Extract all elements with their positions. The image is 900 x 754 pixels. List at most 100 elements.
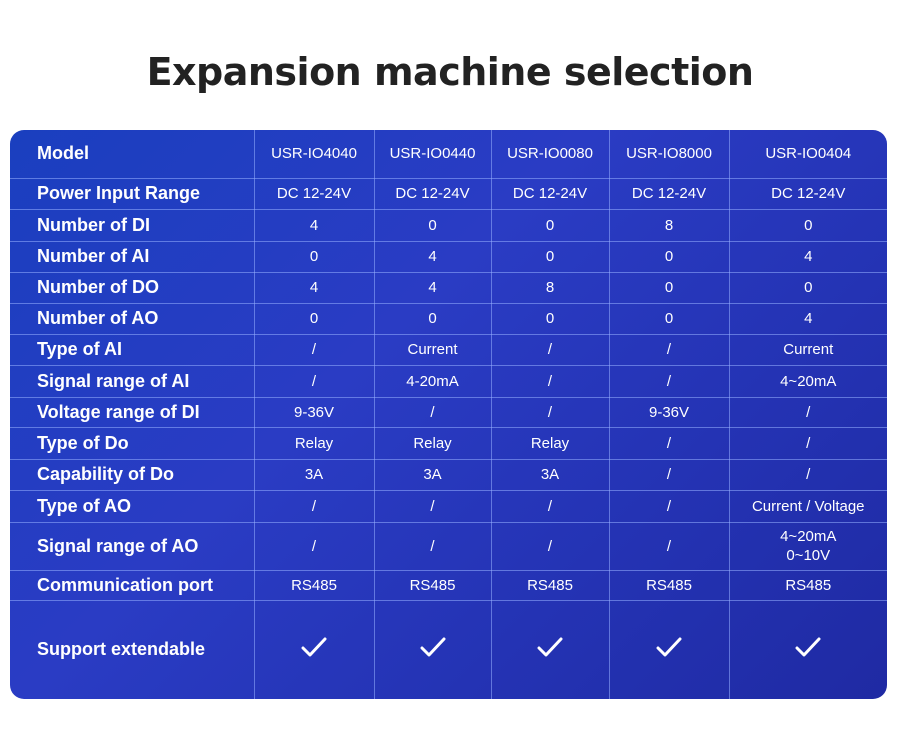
table-row: Type of AO////Current / Voltage [10,489,887,523]
table-cell: Relay [373,426,492,460]
table-cell: / [608,458,730,491]
page-title: Expansion machine selection [146,50,754,94]
table-cell: / [608,489,730,523]
table-cell: 0 [253,240,375,273]
row-label: Voltage range of DI [10,396,255,428]
table-cell: RS485 [608,569,730,601]
check-icon [301,637,327,657]
table-cell [608,599,730,699]
table-cell: / [253,364,375,398]
table-cell: 4 [253,208,375,242]
table-cell: 4~20mA [728,364,887,398]
table-cell: / [373,489,492,523]
table-cell: 4-20mA [373,364,492,398]
table-cell: DC 12-24V [253,177,375,210]
table-cell: / [253,489,375,523]
table-cell: DC 12-24V [728,177,887,210]
table-row: Type of AI/Current//Current [10,333,887,366]
table-cell: Current [728,333,887,366]
header-row: Model USR-IO4040 USR-IO0440 USR-IO0080 U… [10,130,887,179]
model-usr-io0080: USR-IO0080 [490,130,610,179]
table-cell: 4 [373,240,492,273]
table-cell: / [253,521,375,571]
table-cell: / [608,333,730,366]
table-cell: 9-36V [253,396,375,428]
table-cell: / [490,396,610,428]
table-cell: / [608,521,730,571]
table-row: Signal range of AI/4-20mA//4~20mA [10,364,887,398]
table-cell: / [728,426,887,460]
table-cell [490,599,610,699]
table-cell: / [728,396,887,428]
table-cell: Relay [490,426,610,460]
table-cell: Current / Voltage [728,489,887,523]
table-cell: / [490,333,610,366]
table-cell: / [490,489,610,523]
table-cell: 4 [728,240,887,273]
table-cell: 0 [490,208,610,242]
row-label: Number of AO [10,302,255,335]
row-label: Support extendable [10,599,255,699]
row-label: Number of DO [10,271,255,304]
row-label: Type of AI [10,333,255,366]
table-cell [373,599,492,699]
table-cell: RS485 [490,569,610,601]
table-cell: 8 [608,208,730,242]
table-cell: 4 [728,302,887,335]
table-cell: 0 [253,302,375,335]
cell-line: 4~20mA [780,528,837,545]
table-cell: 0 [490,240,610,273]
table-cell: 0 [728,271,887,304]
table-cell: 0 [728,208,887,242]
table-cell: / [608,426,730,460]
table-cell: 0 [608,240,730,273]
table-cell: RS485 [728,569,887,601]
spec-table-card: Model USR-IO4040 USR-IO0440 USR-IO0080 U… [10,130,887,699]
table-cell: DC 12-24V [608,177,730,210]
check-icon [656,637,682,657]
header-label: Model [10,130,255,179]
model-usr-io0440: USR-IO0440 [373,130,492,179]
table-cell: / [253,333,375,366]
table-cell: 4~20mA 0~10V [728,521,887,571]
model-usr-io8000: USR-IO8000 [608,130,730,179]
row-label: Capability of Do [10,458,255,491]
table-cell: 3A [253,458,375,491]
check-icon [420,637,445,657]
table-cell: / [373,396,492,428]
model-usr-io0404: USR-IO0404 [728,130,887,179]
support-row: Support extendable [10,599,887,699]
row-label: Type of AO [10,489,255,523]
table-cell: 3A [373,458,492,491]
table-cell: 4 [373,271,492,304]
table-cell: / [608,364,730,398]
table-cell: RS485 [373,569,492,601]
table-cell: 4 [253,271,375,304]
table-cell: Relay [253,426,375,460]
cell-line: 0~10V [786,547,831,564]
row-label: Communication port [10,569,255,601]
table-cell: 0 [608,302,730,335]
table-cell: 0 [373,302,492,335]
table-cell: / [490,364,610,398]
row-label: Signal range of AO [10,521,255,571]
table-cell: 8 [490,271,610,304]
row-label: Number of DI [10,208,255,242]
row-label: Number of AI [10,240,255,273]
table-cell: 0 [373,208,492,242]
table-cell: Current [373,333,492,366]
table-cell: / [490,521,610,571]
check-icon [795,637,821,657]
check-icon [537,637,563,657]
table-cell: DC 12-24V [490,177,610,210]
spec-table: Model USR-IO4040 USR-IO0440 USR-IO0080 U… [10,130,887,699]
table-cell: DC 12-24V [373,177,492,210]
